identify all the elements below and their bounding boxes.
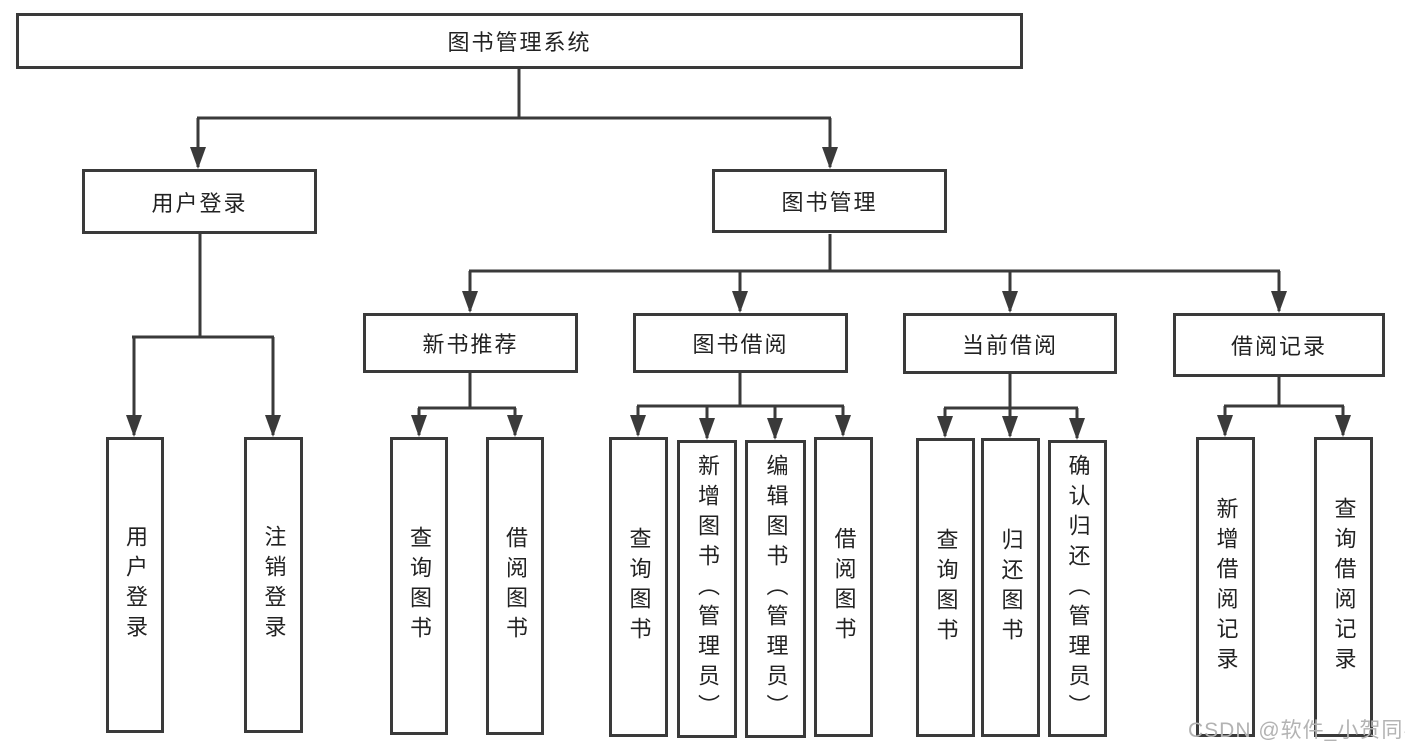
node-leaf-borrow-book-2: 借阅图书 [814,437,873,737]
node-leaf-borrow-book-1: 借阅图书 [486,437,544,735]
node-leaf-logout-label: 注销登录 [261,525,287,645]
node-leaf-query-borrow-record: 查询借阅记录 [1314,437,1373,737]
node-leaf-user-login: 用户登录 [106,437,164,733]
node-leaf-borrow-book-1-label: 借阅图书 [503,526,528,646]
node-leaf-query-book-2: 查询图书 [609,437,668,737]
node-leaf-add-book-admin-label: 新增图书（管理员） [695,454,720,724]
node-leaf-add-borrow-record: 新增借阅记录 [1196,437,1255,737]
book-mgmt-connectors [462,234,1287,313]
node-leaf-query-borrow-record-label: 查询借阅记录 [1331,497,1357,677]
node-leaf-borrow-book-2-label: 借阅图书 [831,527,857,647]
node-leaf-return-book-label: 归还图书 [998,527,1024,648]
user-login-connectors [126,234,281,437]
new-book-rec-connectors [411,373,523,437]
node-leaf-confirm-return-admin: 确认归还（管理员） [1048,440,1107,737]
book-borrow-connectors [630,373,851,440]
node-book-management-label: 图书管理 [781,190,878,215]
node-new-book-recommend-label: 新书推荐 [422,332,519,357]
root-connectors [190,67,838,169]
node-leaf-edit-book-admin: 编辑图书（管理员） [745,440,806,738]
node-leaf-add-book-admin: 新增图书（管理员） [677,440,737,738]
node-root-label: 图书管理系统 [447,30,592,55]
current-borrow-connectors [937,374,1085,440]
node-leaf-query-book-1-label: 查询图书 [407,526,432,646]
node-book-borrow-label: 图书借阅 [692,332,789,357]
node-borrow-records-label: 借阅记录 [1230,334,1327,359]
node-root: 图书管理系统 [16,13,1023,69]
node-leaf-query-book-3-label: 查询图书 [933,527,959,648]
node-leaf-query-book-3: 查询图书 [916,438,975,737]
node-current-borrow: 当前借阅 [903,313,1117,374]
node-borrow-records: 借阅记录 [1173,313,1385,377]
node-user-login-label: 用户登录 [151,190,248,216]
node-new-book-recommend: 新书推荐 [363,313,578,373]
node-leaf-confirm-return-admin-label: 确认归还（管理员） [1065,453,1091,724]
node-leaf-query-book-2-label: 查询图书 [626,527,652,647]
node-current-borrow-label: 当前借阅 [961,332,1058,358]
node-book-borrow: 图书借阅 [633,313,848,373]
node-leaf-logout: 注销登录 [244,437,303,733]
node-leaf-user-login-label: 用户登录 [123,525,148,645]
node-leaf-edit-book-admin-label: 编辑图书（管理员） [763,454,789,724]
borrow-records-connectors [1217,377,1351,437]
node-book-management: 图书管理 [712,169,947,233]
csdn-watermark: CSDN @软件_小贺同学 [1188,719,1405,742]
node-user-login: 用户登录 [82,169,317,234]
node-leaf-add-borrow-record-label: 新增借阅记录 [1213,497,1239,677]
node-leaf-query-book-1: 查询图书 [390,437,448,735]
node-leaf-return-book: 归还图书 [981,438,1040,737]
